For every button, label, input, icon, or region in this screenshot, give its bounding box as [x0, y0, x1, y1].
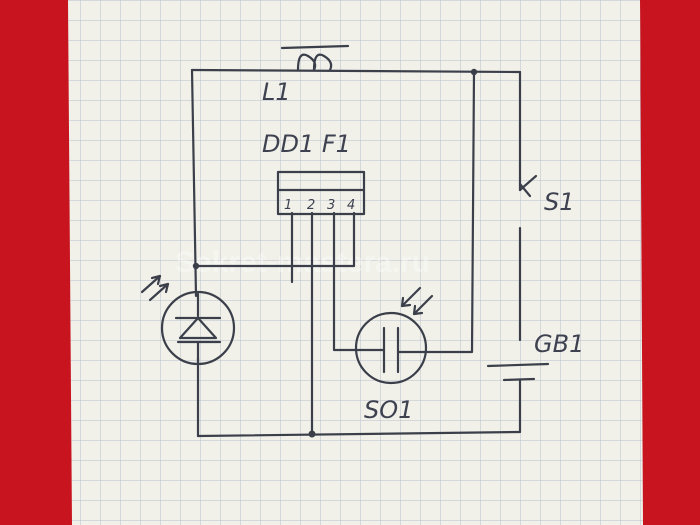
pin-label: 4: [347, 198, 355, 213]
label-gb1: GB1: [534, 330, 584, 358]
label-l1: L1: [262, 78, 291, 106]
label-s1: S1: [544, 188, 575, 216]
battery-symbol: [486, 362, 550, 382]
pin-label: 3: [327, 198, 335, 213]
watermark: Sekret-mastera.ru: [175, 246, 430, 279]
photo-sensor-symbol: [354, 286, 434, 385]
graph-paper: [68, 0, 643, 525]
inductor-coil: [280, 44, 350, 72]
chip-pin-labels: 1 2 3 4: [284, 198, 355, 213]
pin-label: 1: [284, 198, 292, 213]
switch-symbol: [518, 174, 538, 198]
junction-dot-left: [192, 262, 200, 270]
pin-label: 2: [307, 198, 315, 213]
label-so1: SO1: [364, 396, 413, 424]
junction-dot-bottom: [308, 430, 316, 438]
label-dd1-f1: DD1 F1: [262, 130, 351, 158]
junction-dot-top: [470, 68, 478, 76]
led-symbol: [140, 274, 236, 366]
circuit-wires: [190, 68, 522, 438]
chip-body: [276, 170, 366, 216]
